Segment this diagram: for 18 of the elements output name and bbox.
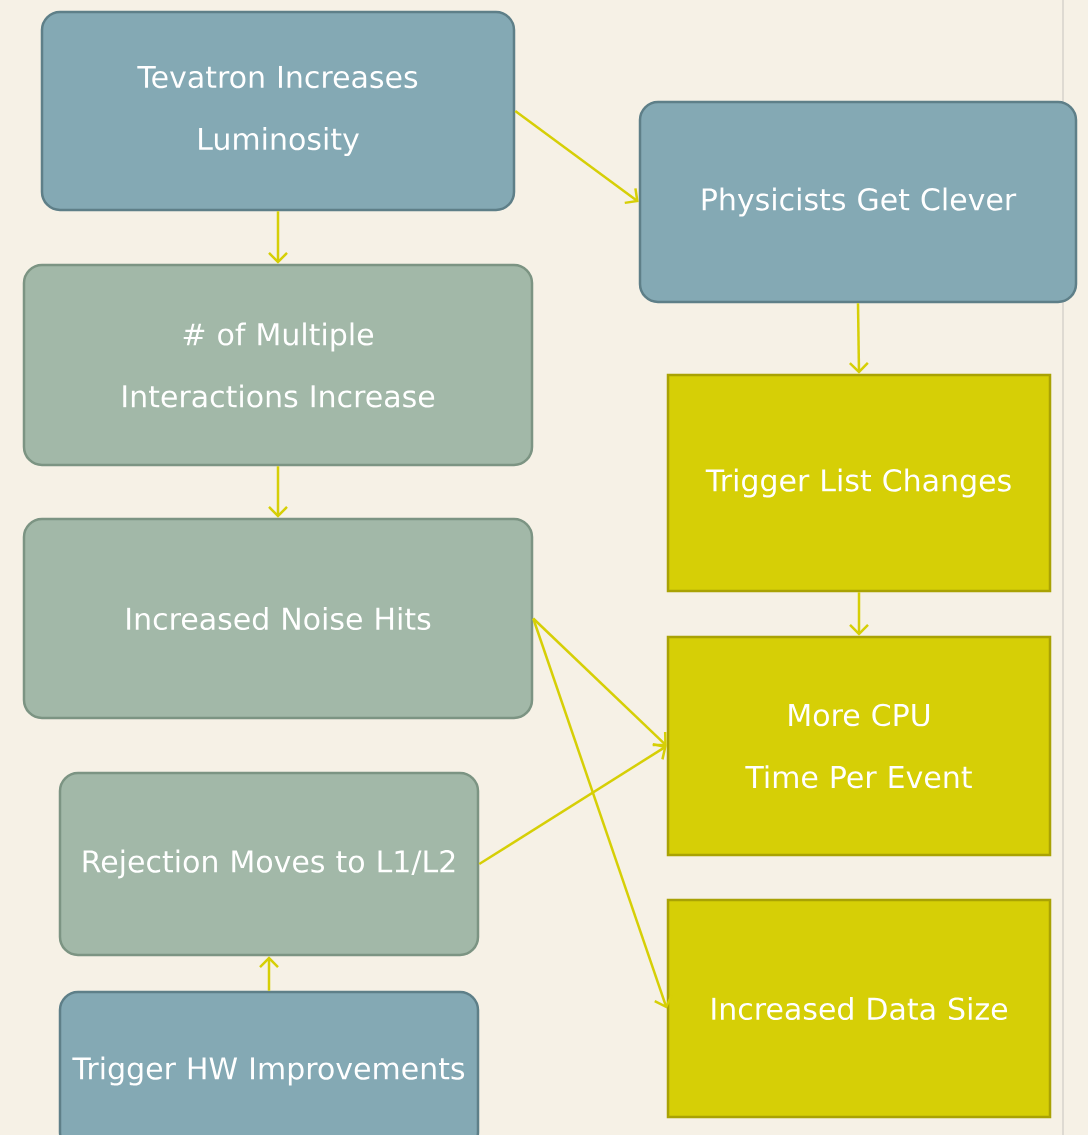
arrow (532, 618, 673, 1009)
process-box: Increased Noise Hits (22, 517, 534, 720)
process-box: # of Multiple Interactions Increase (22, 263, 534, 467)
arrow (514, 110, 639, 205)
arrow (268, 466, 288, 518)
process-box: Physicists Get Clever (638, 100, 1078, 304)
result-box: More CPU Time Per Event (666, 635, 1052, 857)
arrow (259, 956, 279, 991)
result-box: Increased Data Size (666, 898, 1052, 1119)
process-box: Rejection Moves to L1/L2 (58, 771, 480, 957)
arrow (532, 617, 667, 747)
arrow (478, 742, 667, 866)
arrow (848, 303, 869, 374)
process-box: Trigger HW Improvements (58, 990, 480, 1135)
arrow (849, 592, 869, 636)
result-box: Trigger List Changes (666, 373, 1052, 593)
arrow (268, 211, 288, 264)
process-box: Tevatron Increases Luminosity (40, 10, 516, 212)
